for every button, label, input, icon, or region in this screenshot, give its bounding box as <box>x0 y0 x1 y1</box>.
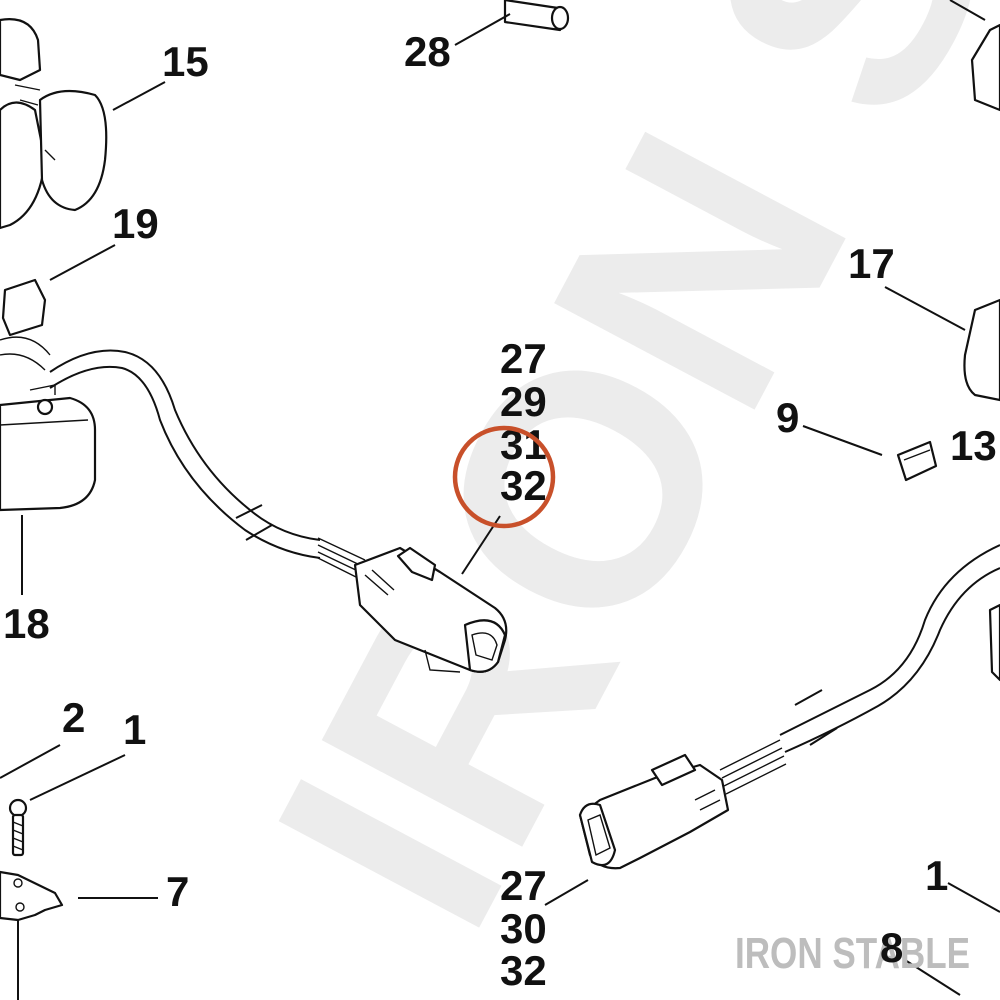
leader-19 <box>49 244 116 281</box>
leader-1a <box>29 754 126 801</box>
part-top-right-fragment <box>949 0 1000 112</box>
callout-13: 13 <box>950 422 997 469</box>
part-28-rod <box>503 0 570 32</box>
callout-stack-lower-item: 32 <box>500 947 547 994</box>
part-7-bracket <box>0 870 64 1000</box>
callout-1-left: 1 <box>123 706 146 753</box>
callout-17: 17 <box>848 240 895 287</box>
leader-2 <box>0 744 61 779</box>
callout-18: 18 <box>3 600 50 647</box>
callout-8: 8 <box>880 924 903 971</box>
leader-8 <box>904 959 961 996</box>
upper-connector <box>353 546 508 673</box>
part-19-clip <box>0 278 51 371</box>
callout-9: 9 <box>776 394 799 441</box>
leader-15 <box>112 81 166 111</box>
highlight-circle <box>452 425 556 529</box>
part-9-clip <box>896 440 938 482</box>
part-1-screw <box>8 798 28 857</box>
leader-17 <box>884 286 966 331</box>
leader-9 <box>802 425 883 456</box>
upper-harness-cable <box>49 349 366 579</box>
lower-connector <box>578 753 730 870</box>
callout-15: 15 <box>162 38 209 85</box>
callout-2: 2 <box>62 694 85 741</box>
part-17-housing <box>963 298 1000 402</box>
callout-stack-upper-item: 29 <box>500 378 547 425</box>
callout-stack-upper-item: 27 <box>500 335 547 382</box>
part-18-switch-block <box>0 384 97 512</box>
callout-stack-upper-item: 32 <box>500 462 547 509</box>
callout-7: 7 <box>166 868 189 915</box>
leader-lower-stack <box>544 879 589 906</box>
callout-stack-lower-item: 27 <box>500 862 547 909</box>
callout-stack-lower-item: 30 <box>500 905 547 952</box>
part-15-switch-housing <box>0 18 108 230</box>
callout-stack-upper: 27 29 31 32 <box>500 335 547 509</box>
leader-28 <box>454 13 511 46</box>
callout-19: 19 <box>112 200 159 247</box>
callout-1-right: 1 <box>925 852 948 899</box>
leader-1b <box>947 882 1000 913</box>
callout-stack-lower: 27 30 32 <box>500 862 547 994</box>
lower-harness-cable <box>719 544 1000 795</box>
brand-watermark: IRON STABLE <box>735 929 970 978</box>
callout-28: 28 <box>404 28 451 75</box>
